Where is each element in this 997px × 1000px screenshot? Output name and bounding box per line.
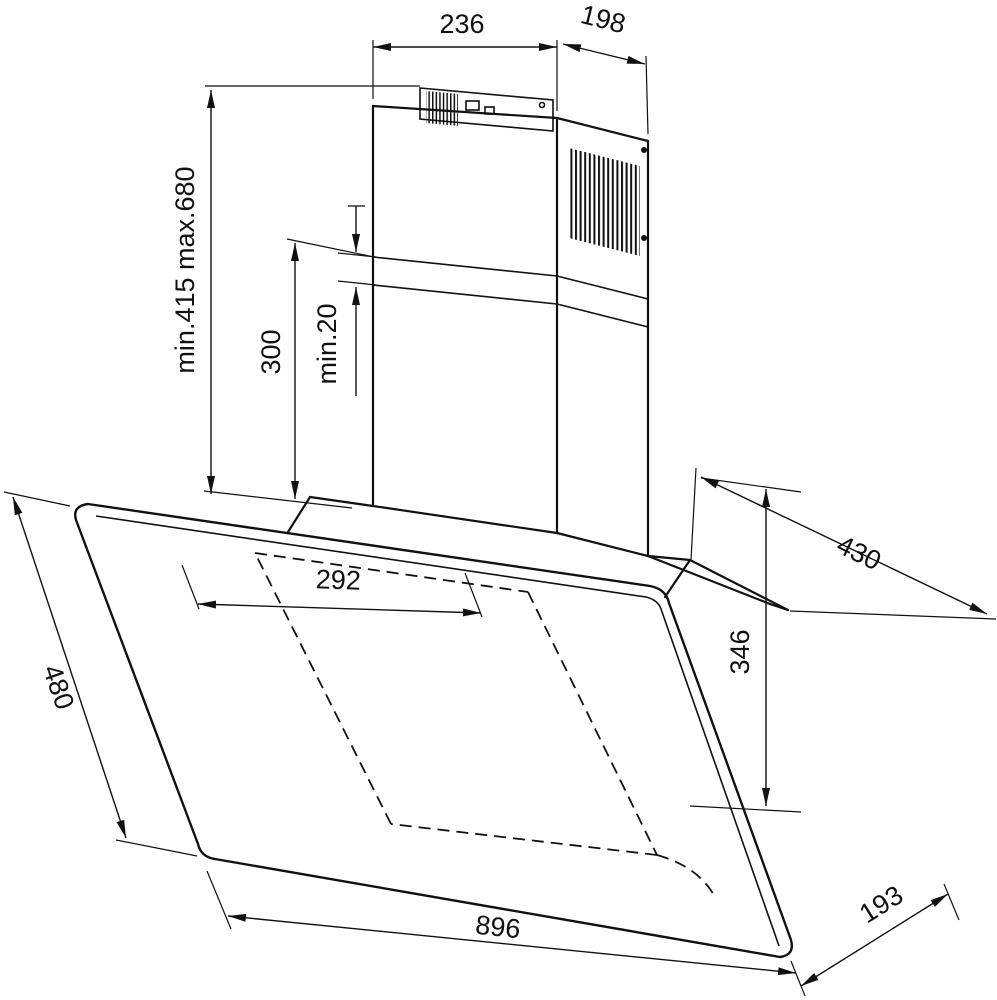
dim-chimney-top-width: 236	[372, 9, 558, 111]
hidden-edge	[390, 823, 658, 856]
dim-body-rear-height: 346	[689, 477, 802, 813]
hidden-edge	[527, 591, 658, 856]
dim-glass-panel-length-label: 480	[37, 661, 80, 713]
extension-line	[464, 572, 483, 618]
dim-chimney-top-width-label: 236	[439, 9, 484, 39]
top-rear-edge-left	[308, 495, 375, 508]
dim-chimney-height-range-label: min.415 max.680	[170, 166, 200, 373]
dim-chimney-top-depth: 198	[562, 0, 649, 135]
glass-panel-outline	[74, 502, 794, 959]
top-rear-edge-mid	[555, 531, 650, 558]
bracket-slots	[426, 91, 458, 126]
top-right-edge	[663, 558, 692, 599]
dim-outlet-offset: 292	[181, 564, 483, 618]
telescopic-seam	[372, 256, 649, 328]
extension-line	[789, 610, 997, 620]
mounting-bracket	[419, 87, 554, 132]
dim-lower-chimney-height: 300	[256, 238, 375, 499]
chimney-base-edge	[371, 504, 559, 535]
extension-line	[206, 870, 232, 930]
extension-line	[181, 564, 200, 610]
dimension-line	[227, 913, 797, 976]
extension-line	[790, 960, 806, 997]
extension-line	[286, 238, 375, 258]
chimney-front-top-edge	[371, 104, 559, 120]
bracket-screw	[538, 101, 546, 109]
extension-line	[689, 805, 802, 813]
extension-line	[337, 252, 377, 258]
extension-line	[645, 55, 649, 135]
extension-line	[690, 467, 697, 561]
dim-min-overlap: min.20	[312, 205, 377, 396]
screw-hole	[641, 147, 647, 153]
extension-line	[943, 883, 960, 921]
seam-line	[556, 275, 649, 300]
dim-bottom-depth: 193	[800, 880, 960, 987]
extension-line	[115, 839, 198, 857]
dimension-line	[562, 43, 646, 65]
hidden-edge-curve	[656, 854, 717, 900]
top-rear-corner-line	[688, 558, 790, 612]
seam-line	[372, 256, 558, 277]
bracket-hole	[484, 106, 495, 115]
dim-total-depth-label: 430	[832, 530, 886, 577]
extension-line	[700, 477, 802, 493]
dim-hood-width: 896	[206, 870, 806, 997]
dim-min-overlap-label: min.20	[312, 303, 342, 384]
glass-panel	[74, 502, 794, 959]
dim-bottom-depth-label: 193	[854, 880, 908, 929]
extension-line	[337, 280, 377, 286]
dim-glass-panel-length: 480	[3, 491, 198, 857]
chimney-side-top-edge	[555, 116, 650, 143]
dimension-line	[12, 496, 127, 839]
dim-hood-width-label: 896	[474, 910, 522, 945]
dim-total-depth: 430	[690, 467, 997, 620]
seam-line	[556, 303, 649, 328]
dim-chimney-top-depth-label: 198	[578, 0, 629, 39]
chimney-duct	[371, 87, 650, 558]
top-rear-edge-right	[646, 554, 692, 562]
dimension-line	[197, 600, 482, 617]
extension-line	[203, 490, 353, 509]
bracket-plate	[419, 87, 554, 132]
bracket-hole	[465, 100, 480, 111]
dim-outlet-offset-label: 292	[315, 564, 361, 596]
hidden-edge	[254, 552, 392, 825]
hidden-body-edges	[254, 552, 717, 900]
hood-top	[286, 495, 790, 612]
dim-lower-chimney-height-label: 300	[256, 329, 286, 374]
dimension-line	[700, 476, 988, 615]
dim-body-rear-height-label: 346	[725, 629, 755, 674]
dim-chimney-height-range: min.415 max.680	[170, 85, 420, 509]
hidden-edge	[254, 552, 529, 593]
dimension-line	[800, 893, 949, 987]
glass-panel-thickness-line	[95, 515, 780, 947]
vent-grille	[569, 148, 640, 256]
seam-line	[372, 284, 558, 305]
screw-hole	[641, 235, 647, 241]
